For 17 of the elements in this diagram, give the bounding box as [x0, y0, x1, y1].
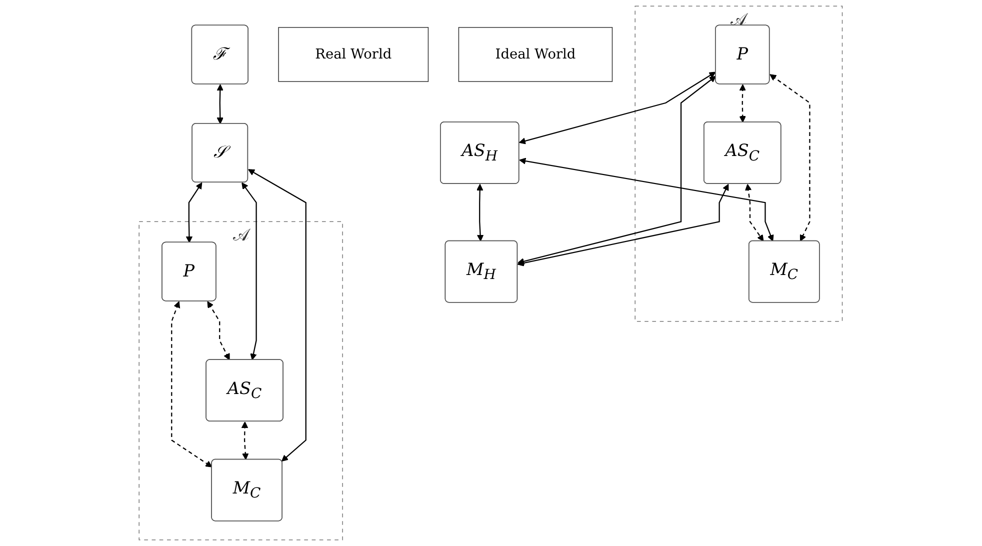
arrow — [186, 182, 202, 243]
node-box: Ideal World — [458, 27, 613, 82]
node-box: Real World — [278, 27, 429, 82]
arrow — [208, 301, 230, 360]
arrow — [476, 184, 484, 242]
arrow — [248, 169, 307, 462]
arrow — [171, 301, 213, 468]
arrow — [745, 184, 764, 242]
arrow — [770, 74, 811, 242]
arrow — [518, 76, 716, 265]
arrow — [217, 84, 224, 124]
arrow — [519, 72, 716, 144]
arrow — [518, 184, 730, 266]
arrow — [242, 182, 258, 360]
arrow — [740, 84, 746, 123]
arrow — [242, 422, 250, 460]
arrow — [520, 158, 774, 242]
